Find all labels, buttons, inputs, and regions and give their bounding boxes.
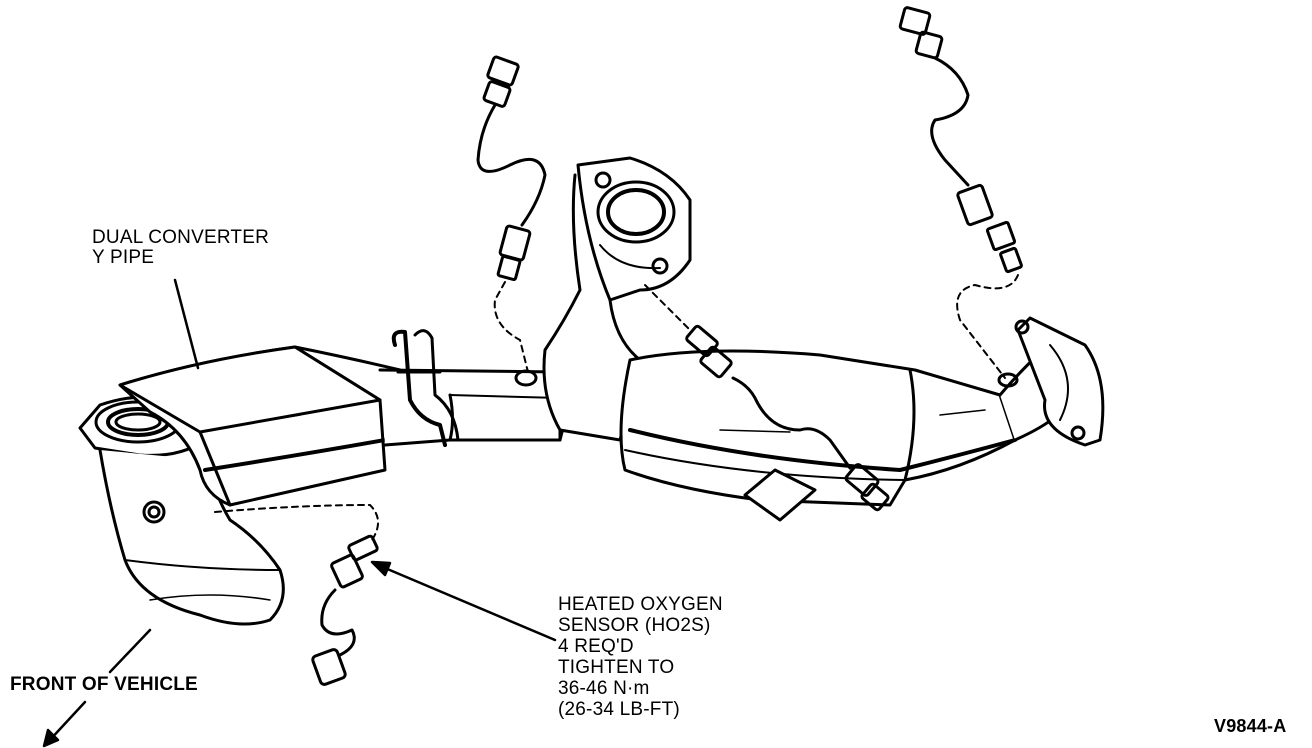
- front-line-upper: [108, 628, 152, 674]
- sensor-label-line1: HEATED OXYGEN: [558, 594, 723, 615]
- right-flange: [998, 316, 1105, 447]
- leader-lines: [42, 278, 557, 748]
- figure-id: V9844-A: [1214, 716, 1287, 736]
- sensor-label-line5: 36-46 N·m: [558, 678, 650, 699]
- front-of-vehicle-label: FRONT OF VEHICLE: [10, 674, 198, 695]
- sensor-leader: [383, 566, 557, 642]
- oxygen-sensor-d: [214, 504, 379, 686]
- oxygen-sensor-b: [898, 6, 1023, 388]
- right-elbow-pipe: [542, 156, 692, 442]
- sensor-label-line3: 4 REQ'D: [558, 636, 634, 657]
- right-converter: [619, 349, 1017, 522]
- sensor-label-line4: TIGHTEN TO: [558, 657, 675, 678]
- y-pipe-label-line1: DUAL CONVERTER: [92, 227, 270, 248]
- oxygen-sensor-a: [476, 55, 547, 387]
- sensor-label-line2: SENSOR (HO2S): [558, 615, 711, 636]
- y-pipe-leader: [173, 278, 200, 370]
- sensor-arrowhead: [370, 560, 392, 577]
- left-down-pipe: [98, 448, 285, 626]
- front-arrowhead: [42, 728, 60, 748]
- left-converter: [118, 345, 402, 507]
- hanger-bracket: [391, 329, 460, 447]
- sensor-label-line6: (26-34 LB-FT): [558, 699, 680, 720]
- y-pipe-label-line2: Y PIPE: [92, 247, 155, 268]
- oxygen-sensor-c: [644, 284, 890, 512]
